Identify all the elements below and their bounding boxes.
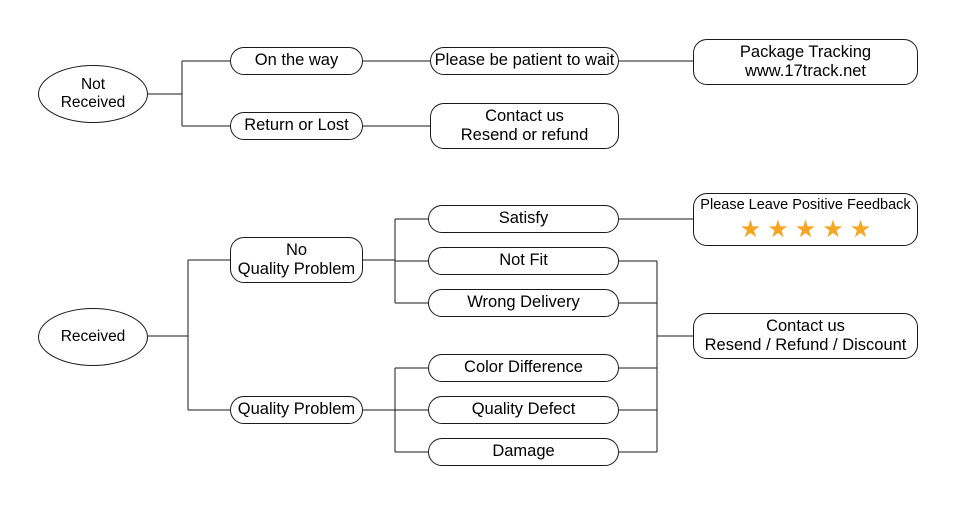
node-satisfy[interactable]: Satisfy (428, 205, 619, 233)
node-please-be-patient-label: Please be patient to wait (434, 51, 615, 70)
star-rating[interactable]: ★ ★ ★ ★ ★ (739, 215, 872, 243)
node-positive-feedback[interactable]: Please Leave Positive Feedback ★ ★ ★ ★ ★ (693, 193, 918, 246)
node-quality-defect[interactable]: Quality Defect (428, 396, 619, 424)
node-received-label: Received (60, 327, 126, 345)
node-no-quality-problem-line1: No (285, 240, 308, 259)
star-icon[interactable]: ★ (822, 215, 844, 243)
node-not-fit-label: Not Fit (499, 251, 548, 270)
node-please-be-patient[interactable]: Please be patient to wait (430, 47, 619, 75)
node-color-difference-label: Color Difference (464, 358, 583, 377)
node-package-tracking-line2: www.17track.net (744, 62, 867, 80)
node-damage[interactable]: Damage (428, 438, 619, 466)
node-not-fit[interactable]: Not Fit (428, 247, 619, 275)
node-not-received[interactable]: Not Received (38, 65, 148, 123)
node-quality-problem[interactable]: Quality Problem (230, 396, 363, 424)
node-no-quality-problem[interactable]: No Quality Problem (230, 237, 363, 283)
node-return-or-lost[interactable]: Return or Lost (230, 112, 363, 140)
node-package-tracking[interactable]: Package Tracking www.17track.net (693, 39, 918, 85)
node-damage-label: Damage (492, 442, 555, 461)
node-no-quality-problem-line2: Quality Problem (237, 260, 356, 278)
node-contact-resend-refund-line2: Resend or refund (460, 126, 589, 144)
node-contact-resend-refund-discount[interactable]: Contact us Resend / Refund / Discount (693, 313, 918, 359)
node-positive-feedback-title: Please Leave Positive Feedback (700, 197, 911, 214)
node-received[interactable]: Received (38, 308, 148, 366)
node-quality-defect-label: Quality Defect (471, 400, 576, 419)
node-not-received-line1: Not (80, 75, 106, 93)
node-quality-problem-label: Quality Problem (237, 400, 356, 419)
node-package-tracking-line1: Package Tracking (739, 42, 872, 61)
node-on-the-way-label: On the way (254, 51, 339, 70)
node-contact-resend-refund[interactable]: Contact us Resend or refund (430, 103, 619, 149)
star-icon[interactable]: ★ (767, 215, 789, 243)
node-contact-resend-refund-discount-line2: Resend / Refund / Discount (704, 336, 907, 354)
star-icon[interactable]: ★ (794, 215, 817, 243)
node-satisfy-label: Satisfy (498, 209, 549, 228)
star-icon[interactable]: ★ (849, 215, 872, 243)
star-icon[interactable]: ★ (739, 215, 762, 243)
node-wrong-delivery[interactable]: Wrong Delivery (428, 289, 619, 317)
node-not-received-line2: Received (60, 94, 126, 111)
node-on-the-way[interactable]: On the way (230, 47, 363, 75)
node-return-or-lost-label: Return or Lost (244, 116, 349, 135)
node-contact-resend-refund-line1: Contact us (485, 106, 564, 125)
node-wrong-delivery-label: Wrong Delivery (467, 293, 580, 312)
node-color-difference[interactable]: Color Difference (428, 354, 619, 382)
node-contact-resend-refund-discount-line1: Contact us (766, 316, 845, 335)
